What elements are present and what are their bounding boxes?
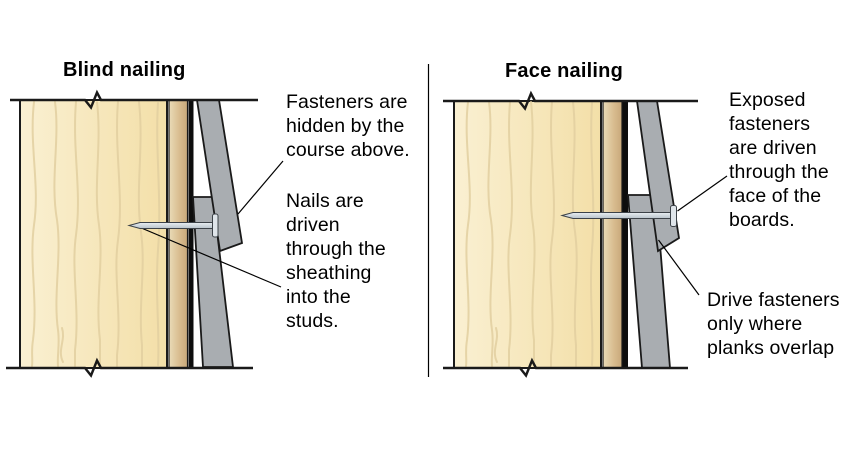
annotation-nails-driven: Nails are driven through the sheathing i… — [286, 190, 386, 332]
left-panel-title: Blind nailing — [63, 59, 186, 81]
sheathing — [168, 99, 189, 369]
wall-top-line — [10, 89, 258, 110]
sheathing — [602, 100, 623, 369]
annotation-hidden-fasteners: Fasteners are hidden by the course above… — [286, 91, 410, 161]
nail-head — [212, 213, 219, 238]
face-nailing-diagram — [443, 90, 728, 378]
nail-head — [670, 205, 677, 227]
wall-bottom-line — [6, 357, 253, 378]
right-panel-title: Face nailing — [505, 60, 623, 82]
leader-line-exposed-fasteners — [677, 175, 728, 212]
leader-line-drive-overlap — [658, 239, 700, 296]
leader-line-hidden-fasteners — [237, 160, 284, 215]
stud — [453, 100, 602, 369]
blind-nailing-diagram — [6, 89, 284, 378]
building-paper-line — [188, 100, 194, 368]
annotation-exposed-fasteners: Exposed fasteners are driven through the… — [729, 89, 829, 231]
leader-line-nails-driven — [138, 226, 282, 288]
building-paper-line — [622, 101, 628, 368]
stud — [19, 99, 168, 369]
nail-shaft — [127, 222, 214, 229]
wall-top-line — [443, 90, 698, 111]
wall-bottom-line — [443, 357, 688, 378]
nail-shaft — [560, 212, 672, 219]
annotation-drive-overlap: Drive fasteners only where planks overla… — [707, 289, 840, 359]
